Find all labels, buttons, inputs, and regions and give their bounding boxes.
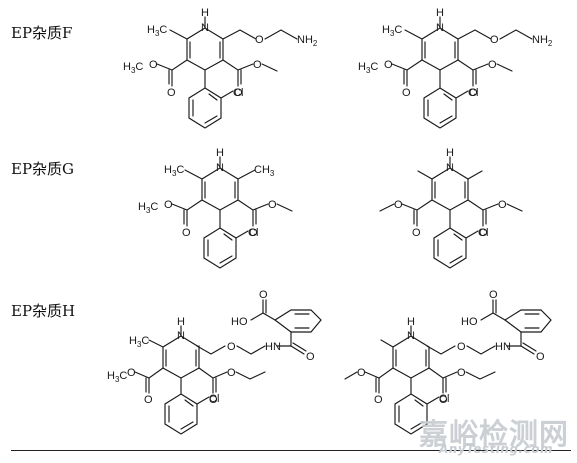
svg-text:O: O — [182, 227, 191, 239]
svg-text:H: H — [177, 316, 185, 328]
svg-text:H3C: H3C — [123, 61, 143, 75]
svg-text:N: N — [503, 341, 511, 353]
atom-o: O — [255, 34, 264, 46]
svg-text:O: O — [457, 367, 466, 379]
svg-text:O: O — [479, 227, 488, 239]
structure-g-left: H N H3C CH3 O H3C O O O Cl — [138, 147, 293, 269]
svg-text:HO: HO — [231, 316, 248, 328]
label-impurity-g: EP杂质G — [11, 160, 75, 178]
svg-text:O: O — [457, 341, 466, 353]
svg-text:O: O — [144, 394, 153, 406]
svg-text:O: O — [384, 59, 393, 71]
svg-text:O: O — [394, 199, 403, 211]
svg-text:N: N — [216, 162, 224, 174]
svg-text:H: H — [216, 147, 224, 159]
svg-text:Cl: Cl — [478, 227, 488, 239]
svg-text:O: O — [249, 227, 258, 239]
structure-h-right: O HO O H N O H N O O O O Cl — [344, 289, 552, 435]
svg-text:O: O — [167, 87, 176, 99]
svg-text:H3C: H3C — [358, 61, 378, 75]
svg-text:H3C: H3C — [382, 24, 402, 38]
structure-h-left: O HO O H N O H N H3C O H3C O O O — [107, 289, 322, 435]
atom-nh2: NH2 — [297, 34, 318, 48]
svg-text:O: O — [227, 341, 236, 353]
svg-text:CH3: CH3 — [254, 164, 275, 178]
svg-text:NH2: NH2 — [532, 34, 553, 48]
svg-text:O: O — [209, 394, 218, 406]
svg-text:Cl: Cl — [439, 393, 449, 405]
svg-text:O: O — [402, 87, 411, 99]
atom-h3c: H3C — [147, 24, 167, 38]
svg-text:O: O — [439, 394, 448, 406]
svg-text:Cl: Cl — [209, 393, 219, 405]
svg-text:O: O — [489, 289, 498, 301]
svg-text:HO: HO — [461, 316, 478, 328]
svg-text:O: O — [227, 367, 236, 379]
atom-n: N — [201, 22, 209, 34]
svg-text:H: H — [495, 341, 503, 353]
svg-text:O: O — [357, 367, 366, 379]
svg-text:H3C: H3C — [164, 164, 184, 178]
watermark-en: AnyTesting.com — [439, 442, 553, 456]
svg-text:H3C: H3C — [129, 335, 149, 349]
svg-text:N: N — [273, 341, 281, 353]
svg-text:O: O — [164, 199, 173, 211]
bottom-rule — [11, 450, 571, 451]
atom-cl: Cl — [233, 87, 243, 99]
structure-f-left: H N H3C O NH2 O H3C O O O Cl — [123, 7, 318, 129]
svg-text:H3C: H3C — [107, 370, 127, 384]
svg-text:O: O — [234, 87, 243, 99]
svg-text:O: O — [469, 87, 478, 99]
svg-text:O: O — [490, 34, 499, 46]
svg-text:Cl: Cl — [248, 227, 258, 239]
svg-text:O: O — [259, 289, 268, 301]
atom-h: H — [201, 7, 209, 19]
svg-text:N: N — [177, 330, 185, 342]
svg-text:N: N — [446, 162, 454, 174]
svg-text:O: O — [306, 351, 315, 363]
svg-text:O: O — [488, 59, 497, 71]
structure-g-right: H N O O O O Cl — [379, 147, 523, 269]
svg-text:O: O — [149, 59, 158, 71]
svg-text:N: N — [407, 330, 415, 342]
label-impurity-h: EP杂质H — [11, 302, 76, 320]
label-impurity-f: EP杂质F — [11, 24, 73, 42]
svg-text:O: O — [412, 227, 421, 239]
svg-text:Cl: Cl — [468, 87, 478, 99]
svg-text:H: H — [436, 7, 444, 19]
svg-text:H3C: H3C — [138, 201, 158, 215]
svg-text:H: H — [265, 341, 273, 353]
svg-text:O: O — [268, 199, 277, 211]
structure-f-right: H N H3C O NH2 O H3C O O O Cl — [358, 7, 553, 129]
svg-text:O: O — [498, 199, 507, 211]
svg-text:N: N — [436, 22, 444, 34]
svg-text:O: O — [536, 351, 545, 363]
svg-text:H: H — [446, 147, 454, 159]
svg-text:O: O — [127, 367, 136, 379]
watermark-cn: 嘉峪检测网 — [419, 417, 570, 451]
svg-text:O: O — [374, 394, 383, 406]
svg-text:O: O — [253, 59, 262, 71]
svg-text:H: H — [407, 316, 415, 328]
